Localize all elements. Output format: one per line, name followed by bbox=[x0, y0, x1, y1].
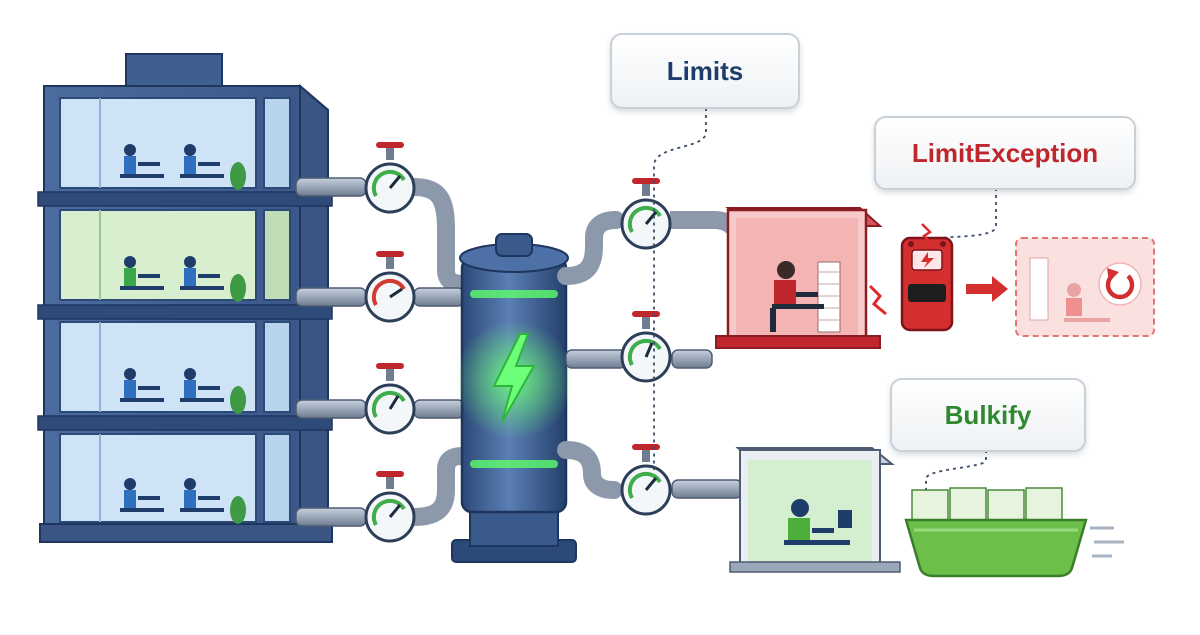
office-workers bbox=[120, 144, 224, 512]
overloaded-office bbox=[715, 207, 887, 349]
efficient-office bbox=[729, 447, 901, 573]
office-building bbox=[37, 53, 333, 543]
office-floor-1 bbox=[59, 97, 291, 189]
office-plants bbox=[230, 162, 246, 524]
lightning-bolt-icon bbox=[492, 333, 536, 423]
bulk-batch-cart bbox=[904, 487, 1124, 578]
inbound-pipes bbox=[295, 177, 471, 527]
circuit-breaker-icon bbox=[900, 223, 954, 332]
inbound-gauges bbox=[364, 142, 416, 543]
bulkify-label: Bulkify bbox=[890, 378, 1086, 452]
limits-label: Limits bbox=[610, 33, 800, 109]
governor-tank bbox=[451, 233, 577, 563]
retry-office bbox=[1015, 237, 1155, 337]
office-floor-4 bbox=[59, 433, 291, 523]
retry-icon bbox=[1098, 262, 1142, 306]
office-floor-2 bbox=[59, 209, 291, 301]
arrow-right-icon bbox=[966, 276, 1008, 302]
outbound-gauges bbox=[620, 178, 672, 516]
office-floor-3 bbox=[59, 321, 291, 413]
limit-exception-label: LimitException bbox=[874, 116, 1136, 190]
